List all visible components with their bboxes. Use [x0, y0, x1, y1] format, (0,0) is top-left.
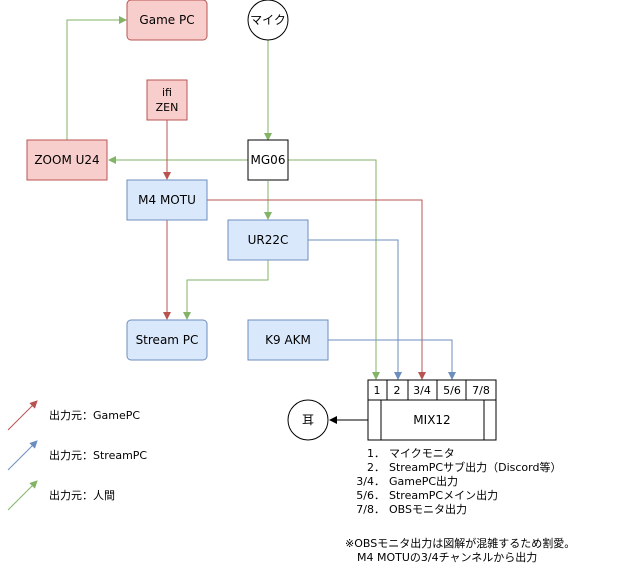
- edge-ur22c-to-streampc: [183, 260, 269, 320]
- legend-item-human: 出力元：人間: [7, 480, 115, 511]
- node-stream-pc: Stream PC: [126, 319, 208, 361]
- legend-label-gamepc: 出力元：GamePC: [49, 408, 140, 422]
- ur22c-label: UR22C: [248, 233, 289, 247]
- mix-channel-2: 2: [394, 384, 401, 397]
- mg06-label: MG06: [251, 153, 286, 167]
- mic-label: マイク: [250, 13, 286, 27]
- zoom-label: ZOOM U24: [34, 153, 99, 167]
- stream-pc-label: Stream PC: [136, 333, 199, 347]
- channel-notes: 1． マイクモニタ 2． StreamPCサブ出力（Discord等） 3/4．…: [356, 447, 561, 516]
- edge-m4-to-mix-ch34: [207, 199, 426, 380]
- mix12-label: MIX12: [413, 413, 450, 427]
- node-game-pc: Game PC: [126, 0, 208, 41]
- ifi-label-line1: ifi: [162, 86, 172, 99]
- note-num-3: 3/4．: [356, 475, 385, 488]
- edge-zoom-to-gamepc: [66, 16, 127, 140]
- mix-channel-1: 1: [374, 384, 381, 397]
- footnote-line1: ※OBSモニタ出力は図解が混雑するため割愛。: [345, 536, 575, 550]
- note-num-5: 7/8．: [356, 503, 385, 516]
- note-text-4: StreamPCメイン出力: [389, 488, 498, 502]
- note-num-2: 2．: [367, 461, 385, 474]
- footnote-line2: M4 MOTUの3/4チャンネルから出力: [357, 550, 537, 564]
- note-num-4: 5/6．: [356, 489, 385, 502]
- node-mix12: 1 2 3/4 5/6 7/8 MIX12: [367, 379, 497, 441]
- note-text-2: StreamPCサブ出力（Discord等）: [389, 460, 561, 474]
- edge-mg06-to-mix-ch1: [288, 159, 380, 380]
- node-mg06: MG06: [247, 139, 289, 181]
- mix-channel-78: 7/8: [472, 384, 490, 397]
- note-text-3: GamePC出力: [389, 474, 458, 488]
- mix-channel-34: 3/4: [413, 384, 431, 397]
- legend-label-streampc: 出力元：StreamPC: [49, 448, 147, 462]
- ifi-label-line2: ZEN: [156, 101, 179, 114]
- k9-label: K9 AKM: [265, 333, 311, 347]
- node-mic: マイク: [247, 0, 289, 41]
- note-text-1: マイクモニタ: [389, 447, 455, 460]
- edge-k9-to-mix-ch56: [328, 339, 456, 380]
- node-ur22c: UR22C: [227, 219, 309, 261]
- edge-ur22c-to-mix-ch2: [308, 239, 402, 380]
- footnote: ※OBSモニタ出力は図解が混雑するため割愛。 M4 MOTUの3/4チャンネルか…: [345, 536, 575, 564]
- legend-label-human: 出力元：人間: [49, 488, 115, 502]
- game-pc-label: Game PC: [139, 13, 194, 27]
- node-m4-motu: M4 MOTU: [126, 179, 208, 221]
- note-text-5: OBSモニタ出力: [389, 502, 467, 516]
- node-ifi-zen: ifi ZEN: [146, 79, 188, 121]
- m4-label: M4 MOTU: [138, 193, 196, 207]
- mix-channel-56: 5/6: [443, 384, 461, 397]
- node-k9-akm: K9 AKM: [247, 319, 329, 361]
- ear-label: 耳: [302, 413, 314, 427]
- legend-item-gamepc: 出力元：GamePC: [7, 400, 140, 431]
- note-num-1: 1．: [367, 447, 385, 460]
- node-zoom-u24: ZOOM U24: [26, 139, 108, 181]
- node-ear: 耳: [287, 399, 329, 441]
- legend: 出力元：GamePC 出力元：StreamPC 出力元：人間: [7, 400, 147, 511]
- legend-item-streampc: 出力元：StreamPC: [7, 440, 147, 471]
